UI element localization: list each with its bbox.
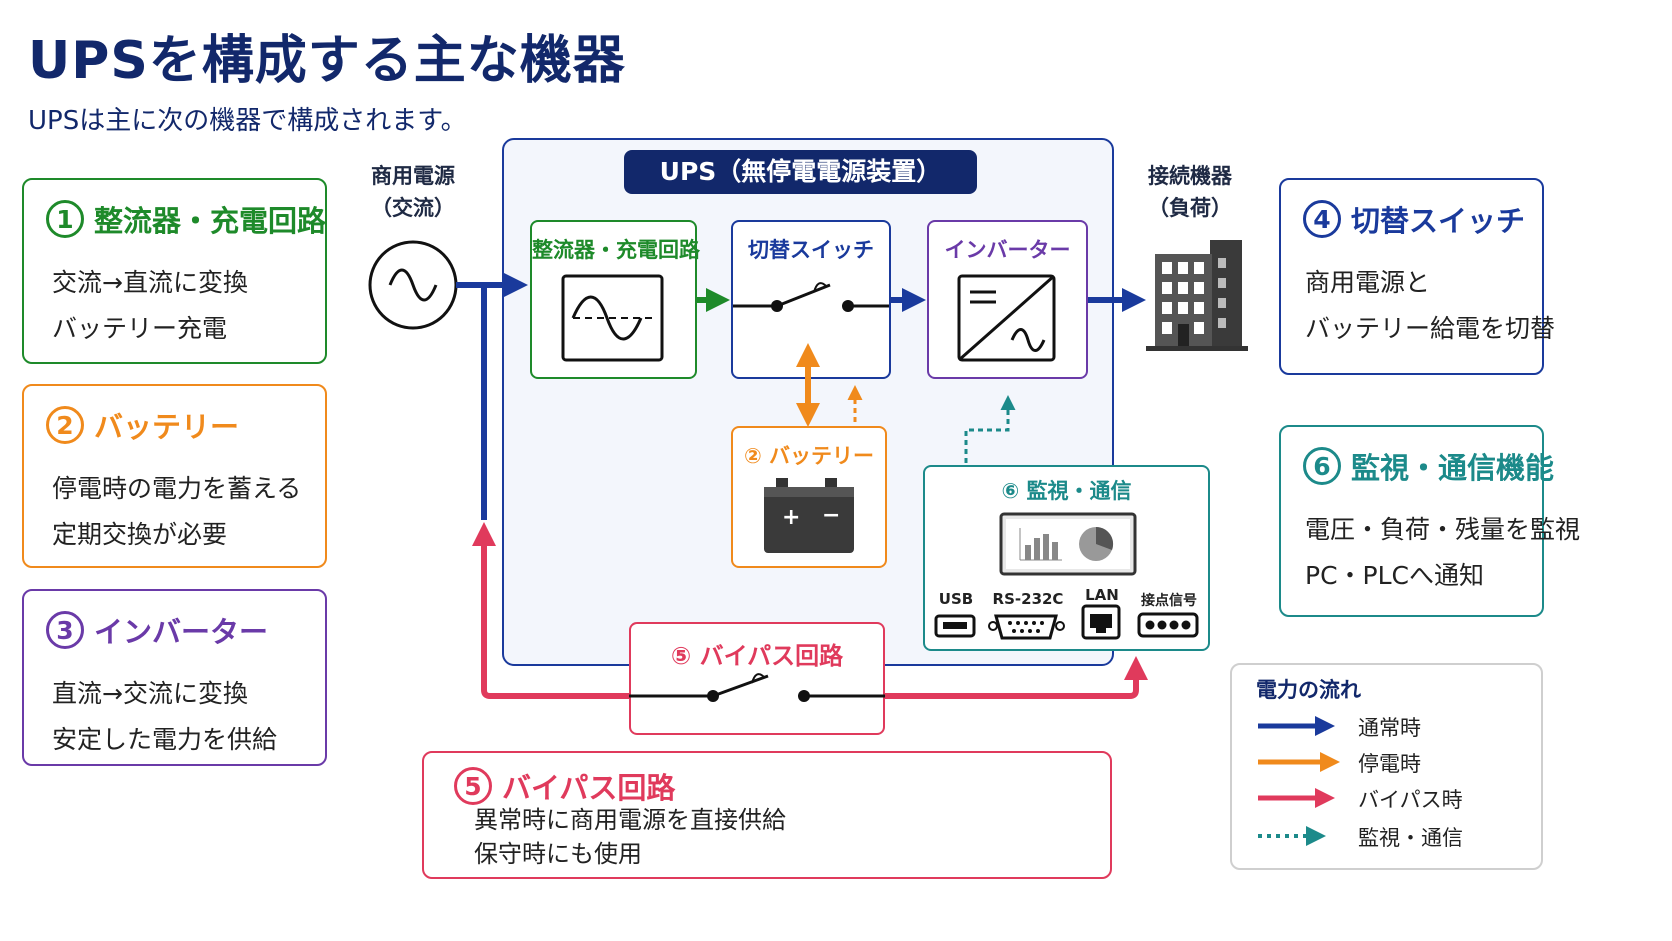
page-subtitle: UPSは主に次の機器で構成されます。 — [28, 106, 467, 136]
legend-item-outage: 停電時 — [1358, 752, 1421, 776]
bypass-block-label: ⑤ バイパス回路 — [670, 642, 844, 670]
battery-block: ② バッテリー — [731, 426, 887, 568]
rs232c-port-icon — [988, 614, 1065, 640]
rectifier-block-label: 整流器・充電回路 — [532, 238, 700, 262]
usb-port-icon — [934, 614, 976, 638]
number-1-icon: 1 — [46, 200, 84, 238]
rectifier-wave-icon — [561, 274, 664, 362]
card-battery-line: 停電時の電力を蓄える — [52, 474, 302, 503]
number-5-icon: 5 — [454, 767, 492, 805]
load-label: 接続機器（負荷） — [1148, 164, 1232, 220]
card-rectifier: 1 整流器・充電回路 交流→直流に変換バッテリー充電 — [22, 178, 327, 364]
card-inverter: 3 インバーター 直流→交流に変換安定した電力を供給 — [22, 589, 327, 766]
monitor-signal-arrow — [964, 395, 1016, 463]
port-contact-label: 接点信号 — [1141, 593, 1197, 609]
monitor-screen-icon — [999, 512, 1137, 576]
port-lan-label: LAN — [1085, 586, 1119, 604]
card-switch-line: バッテリー給電を切替 — [1305, 314, 1556, 343]
svg-text:−: − — [822, 503, 840, 528]
card-bypass: 5 バイパス回路 異常時に商用電源を直接供給保守時にも使用 — [422, 751, 1112, 879]
card-switch: 4 切替スイッチ 商用電源とバッテリー給電を切替 — [1279, 178, 1555, 375]
card-monitoring-line: PC・PLCへ通知 — [1305, 561, 1484, 590]
legend-title: 電力の流れ — [1256, 678, 1361, 702]
bypass-line-left — [481, 528, 629, 699]
card-bypass-title: バイパス回路 — [502, 771, 676, 805]
card-rectifier-line: 交流→直流に変換 — [52, 268, 248, 297]
legend-box — [1230, 663, 1543, 870]
ac-source-icon — [368, 240, 458, 330]
card-battery: 2 バッテリー 停電時の電力を蓄える定期交換が必要 — [22, 384, 327, 568]
switch-icon — [733, 282, 889, 312]
bypass-line-right — [885, 656, 1148, 699]
number-3-icon: 3 — [46, 611, 84, 649]
switch-block: 切替スイッチ — [731, 220, 891, 379]
card-inverter-title: インバーター — [94, 615, 269, 649]
card-switch-line: 商用電源と — [1305, 268, 1431, 297]
card-switch-title: 切替スイッチ — [1351, 204, 1526, 238]
inverter-icon — [957, 274, 1056, 362]
legend-item-monitor: 監視・通信 — [1358, 826, 1463, 850]
card-bypass-line: 保守時にも使用 — [474, 840, 642, 868]
battery-block-label: ② バッテリー — [743, 444, 875, 468]
legend-item-bypass: バイパス時 — [1358, 788, 1463, 812]
card-monitoring-line: 電圧・負荷・残量を監視 — [1305, 515, 1581, 544]
card-battery-title: バッテリー — [94, 410, 240, 444]
number-6-icon: 6 — [1303, 447, 1341, 485]
card-bypass-line: 異常時に商用電源を直接供給 — [474, 806, 786, 834]
inverter-block-label: インバーター — [944, 238, 1071, 262]
port-rs232c-label: RS-232C — [992, 590, 1064, 608]
card-battery-line: 定期交換が必要 — [52, 520, 228, 549]
switch-block-label: 切替スイッチ — [748, 238, 874, 262]
monitor-block-label: ⑥ 監視・通信 — [1001, 479, 1132, 503]
battery-icon: + − — [764, 478, 854, 553]
svg-text:+: + — [782, 505, 800, 530]
card-monitoring-title: 監視・通信機能 — [1351, 451, 1555, 485]
number-2-icon: 2 — [46, 406, 84, 444]
port-usb-label: USB — [938, 590, 974, 608]
page-title: UPSを構成する主な機器 — [28, 31, 626, 91]
card-rectifier-line: バッテリー充電 — [52, 314, 228, 343]
lan-port-icon — [1081, 604, 1121, 640]
ups-title: UPS（無停電電源装置） — [624, 150, 977, 194]
card-monitoring: 6 監視・通信機能 電圧・負荷・残量を監視 PC・PLCへ通知 — [1279, 425, 1580, 617]
bypass-switch-icon — [629, 673, 885, 702]
card-inverter-line: 安定した電力を供給 — [52, 725, 278, 754]
source-label: 商用電源（交流） — [371, 164, 455, 220]
number-4-icon: 4 — [1303, 200, 1341, 238]
card-inverter-line: 直流→交流に変換 — [52, 679, 248, 708]
contact-signal-port-icon — [1137, 612, 1199, 638]
card-rectifier-title: 整流器・充電回路 — [94, 204, 327, 238]
building-icon — [1146, 240, 1248, 351]
legend-item-normal: 通常時 — [1358, 716, 1421, 740]
